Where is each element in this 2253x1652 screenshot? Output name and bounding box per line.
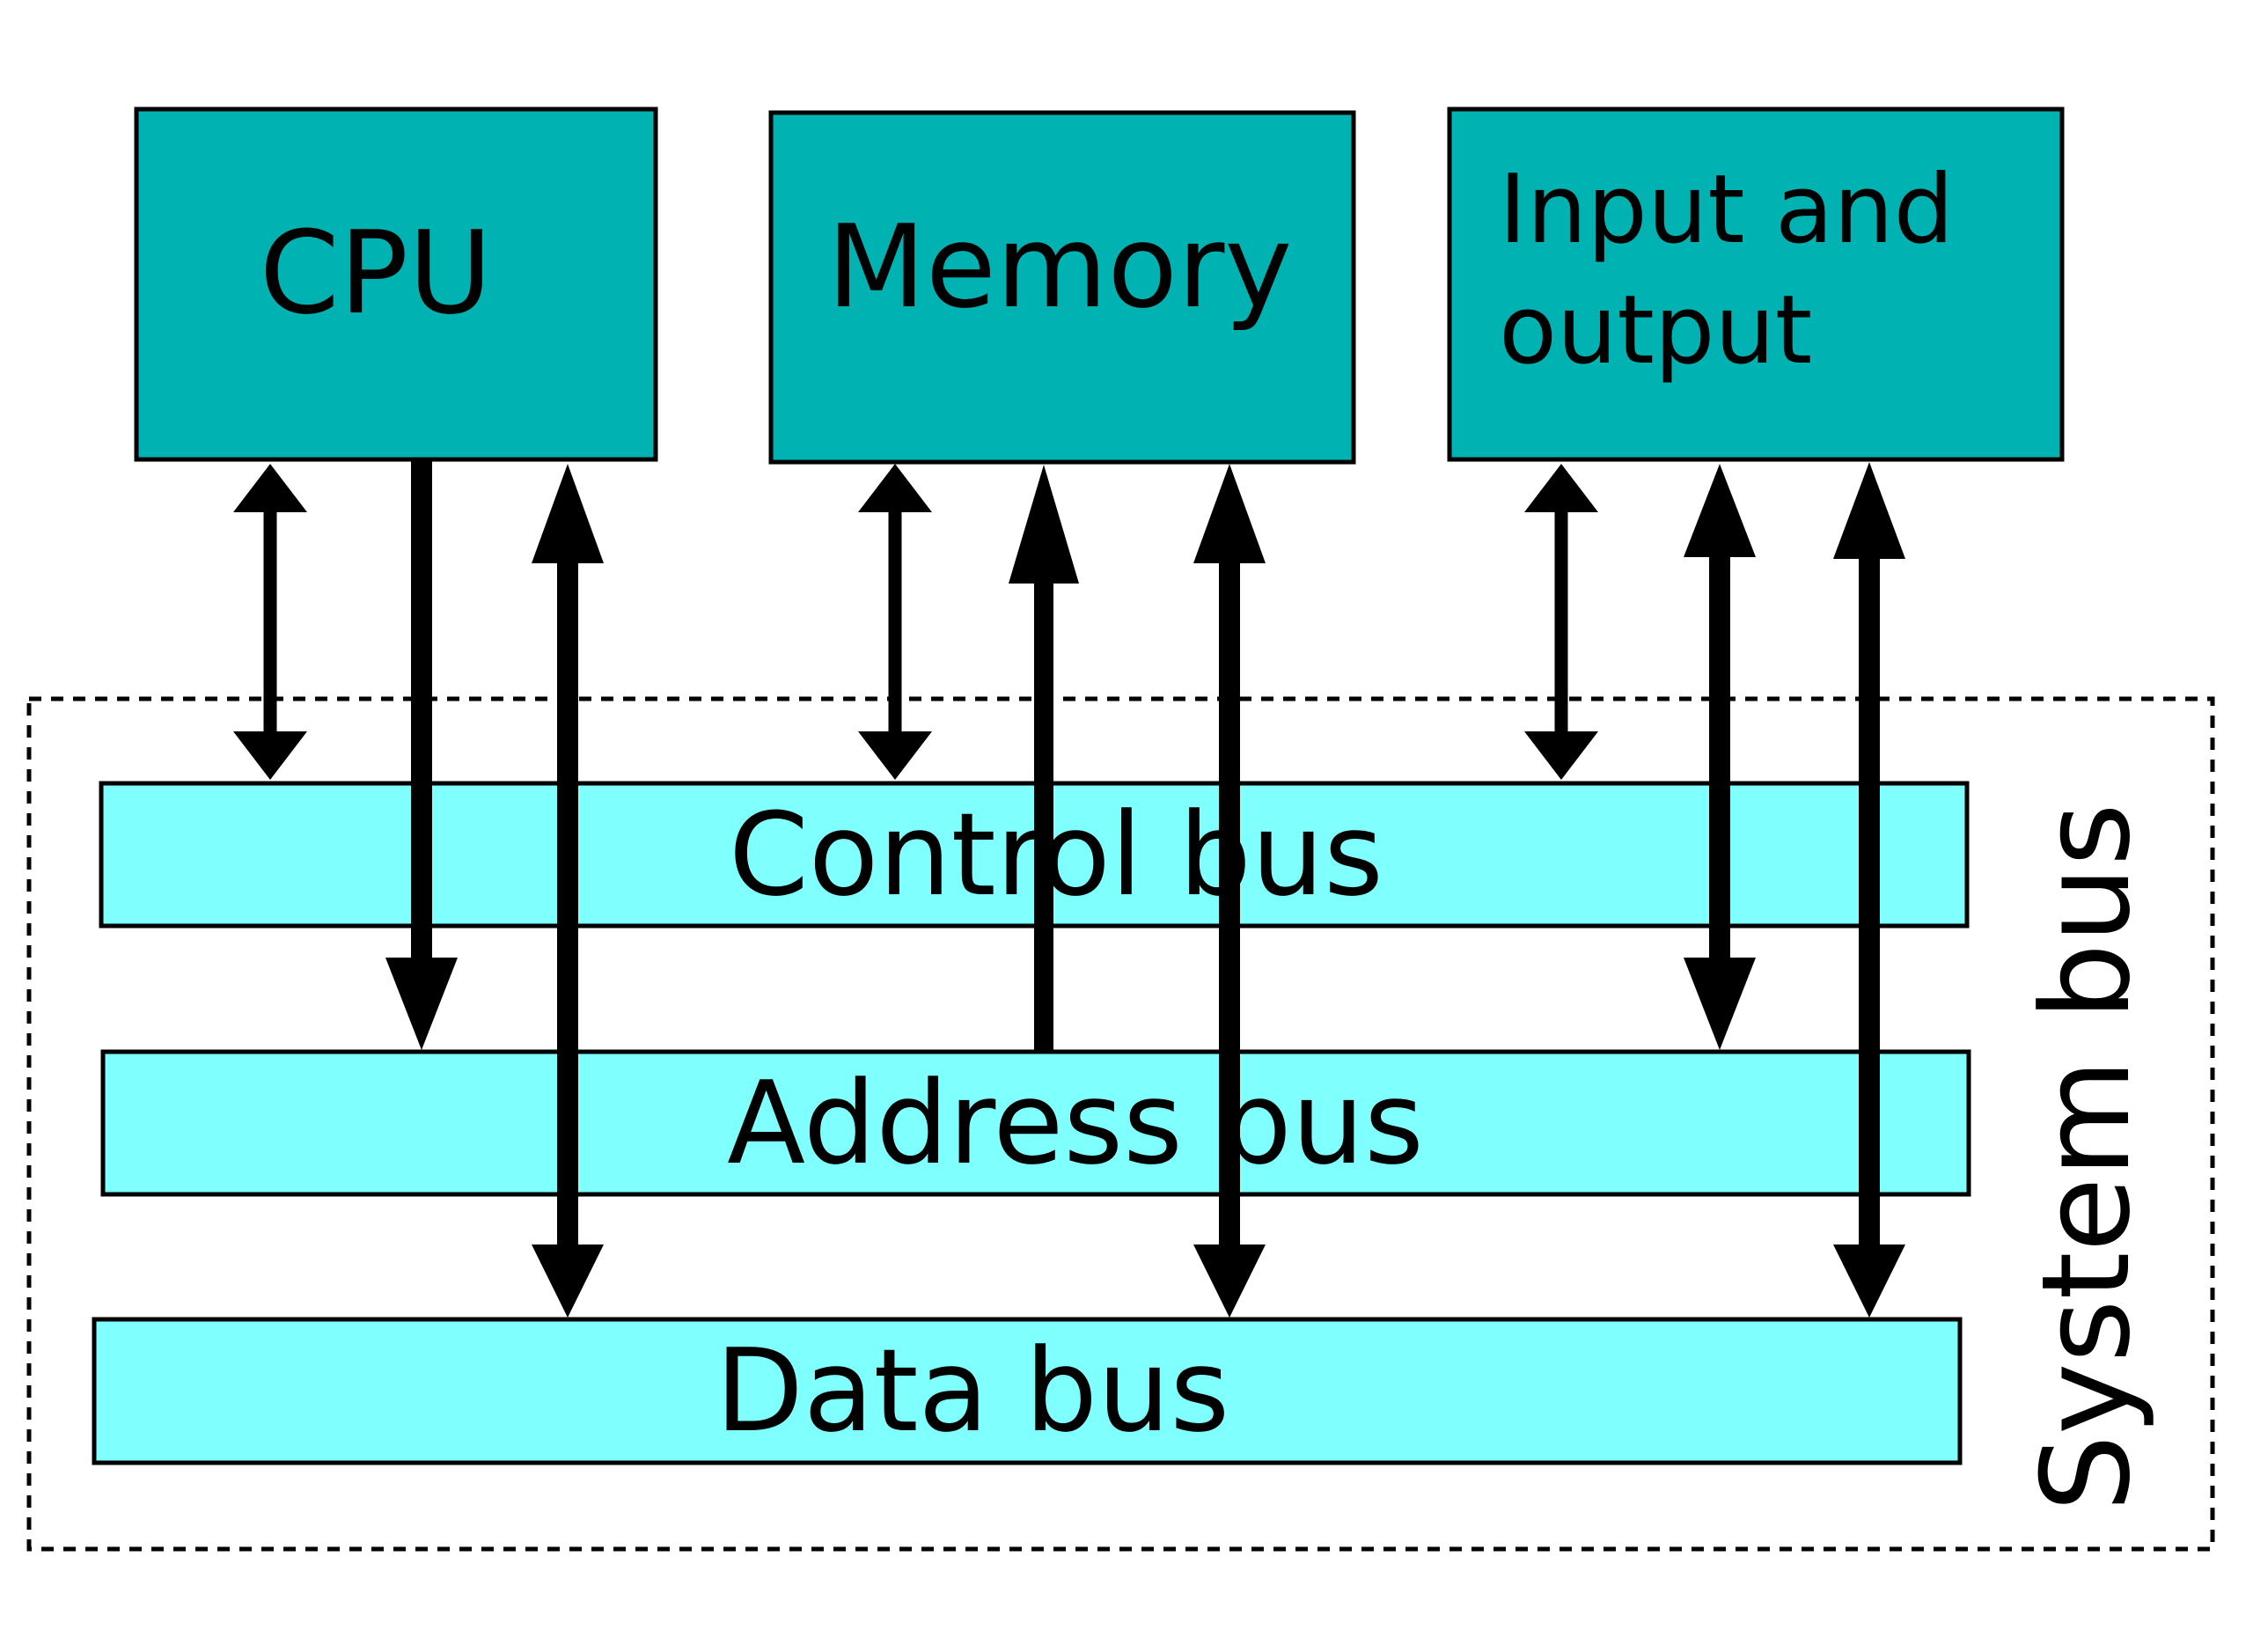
io-address-arrow	[1684, 464, 1756, 1050]
io-data-arrow	[1833, 462, 1905, 1318]
cpu-box: CPU	[134, 106, 658, 462]
system-bus-label: System bus	[2015, 803, 2157, 1511]
io-box: Input and output	[1447, 106, 2065, 462]
io-control-arrow	[1524, 464, 1598, 780]
cpu-data-arrow	[532, 464, 604, 1318]
control-bus-label: Control bus	[729, 788, 1383, 921]
connector-arrows	[233, 459, 1905, 1318]
cpu-label: CPU	[260, 206, 492, 340]
address-bus: Address bus	[100, 1049, 1971, 1197]
system-bus-boundary	[26, 696, 2215, 1552]
memory-box: Memory	[768, 110, 1356, 465]
io-label-line2: output	[1499, 275, 1812, 385]
address-bus-label: Address bus	[727, 1056, 1424, 1190]
data-bus: Data bus	[92, 1317, 1963, 1465]
memory-data-arrow	[1193, 464, 1266, 1318]
memory-address-arrow	[1009, 465, 1079, 1051]
io-label-line1: Input and	[1499, 155, 1954, 265]
cpu-address-arrow	[385, 459, 458, 1050]
memory-label: Memory	[827, 200, 1293, 334]
data-bus-label: Data bus	[716, 1324, 1229, 1457]
memory-control-arrow	[858, 464, 932, 780]
cpu-control-arrow	[233, 464, 307, 780]
